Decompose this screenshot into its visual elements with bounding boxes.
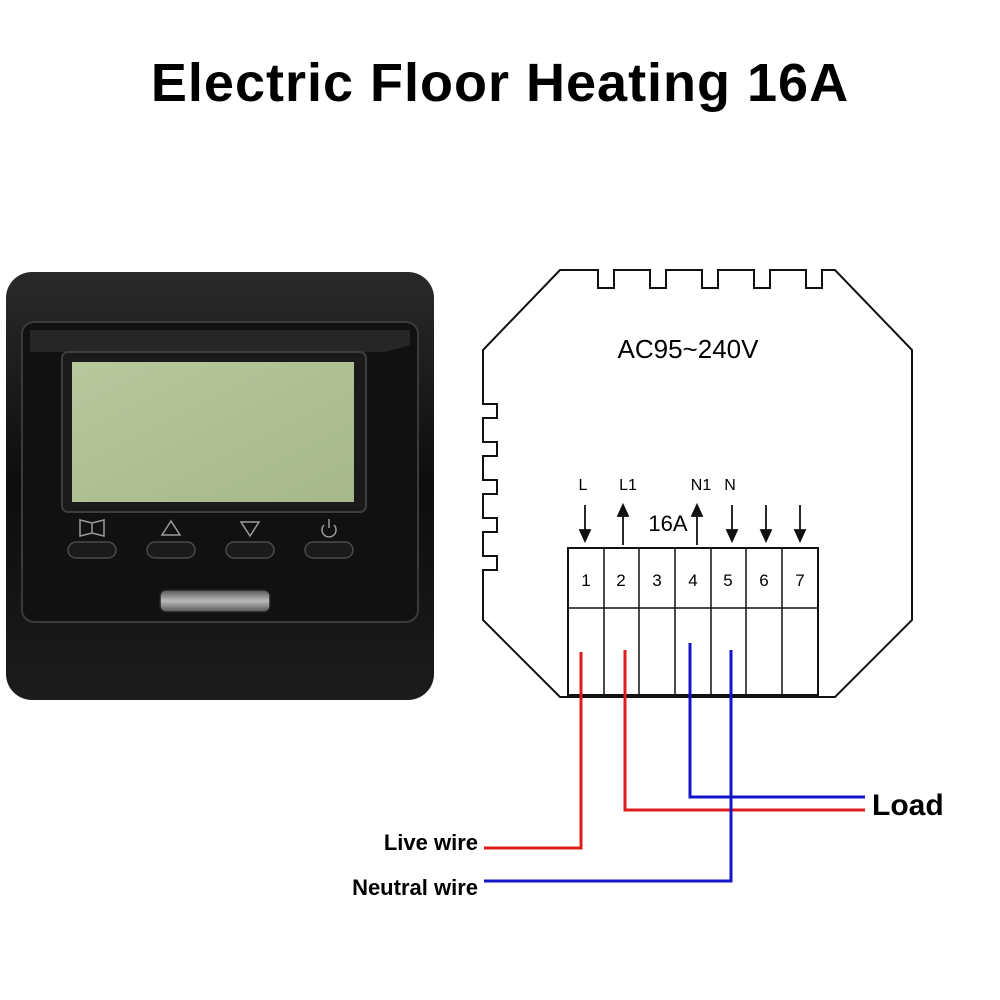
arrow-up-icon	[690, 502, 704, 545]
arrow-up-icon	[616, 502, 630, 545]
load-wire-blue	[688, 643, 865, 799]
terminal-number: 5	[723, 571, 732, 590]
terminal-label-l1: L1	[619, 477, 637, 494]
terminal-number: 6	[759, 571, 768, 590]
button-menu[interactable]	[67, 519, 117, 559]
arrow-down-icon	[725, 505, 739, 544]
terminal-number: 3	[652, 571, 661, 590]
button-down[interactable]	[225, 521, 275, 559]
device-cover-edge	[30, 330, 410, 352]
neutral-wire	[484, 650, 733, 883]
terminal-number: 7	[795, 571, 804, 590]
power-icon	[321, 519, 337, 538]
terminal-number: 1	[581, 571, 590, 590]
terminal-label-l: L	[579, 477, 588, 494]
terminal-block: 1 2 3 4 5 6 7	[567, 547, 819, 696]
neutral-wire-label: Neutral wire	[352, 875, 478, 900]
terminal-number: 4	[688, 571, 697, 590]
device-slot	[159, 589, 271, 613]
button-power[interactable]	[304, 519, 354, 559]
terminal-label-n1: N1	[691, 477, 712, 494]
terminal-number: 2	[616, 571, 625, 590]
lcd-screen	[72, 362, 354, 502]
live-wire	[484, 652, 583, 850]
button-up[interactable]	[146, 519, 196, 559]
book-icon	[79, 519, 105, 537]
live-wire-label: Live wire	[384, 830, 478, 855]
load-label: Load	[872, 789, 944, 822]
load-wire-red	[623, 650, 865, 812]
voltage-label: AC95~240V	[618, 334, 760, 364]
down-triangle-icon	[239, 521, 261, 538]
terminal-arrows	[578, 502, 807, 545]
arrow-down-icon	[578, 505, 592, 544]
rating-label: 16A	[648, 511, 687, 536]
terminal-label-n: N	[724, 477, 736, 494]
arrow-down-icon	[793, 505, 807, 544]
up-triangle-icon	[160, 519, 182, 536]
page-title: Electric Floor Heating 16A	[150, 53, 850, 113]
thermostat-device	[6, 272, 434, 700]
arrow-down-icon	[759, 505, 773, 544]
